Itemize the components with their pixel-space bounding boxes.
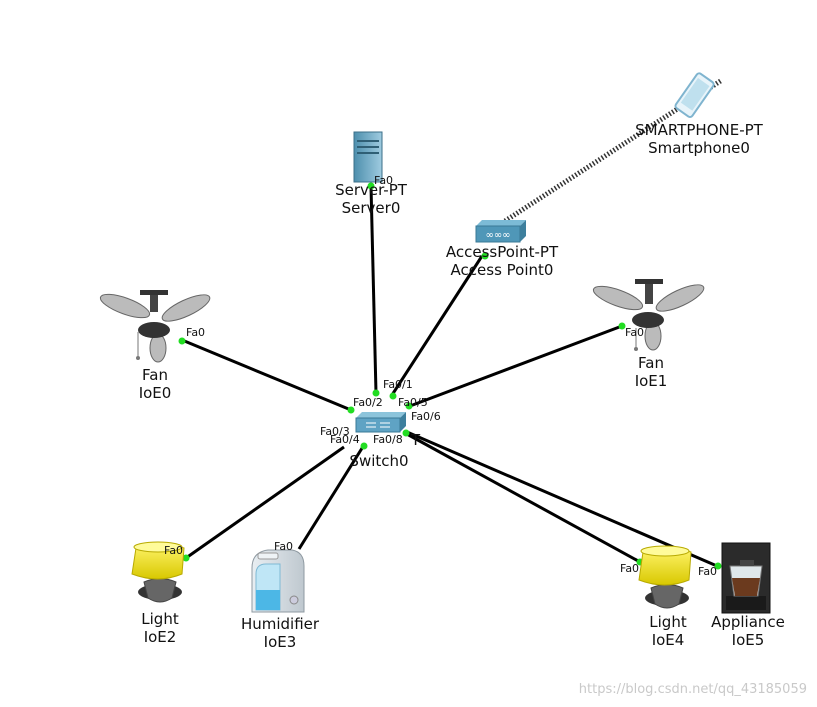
device-name: Smartphone0 — [648, 139, 750, 157]
link-up-dot — [360, 442, 368, 450]
port-label-fa0-5: Fa0/5 — [398, 396, 428, 409]
port-label-fa0-3: Fa0/3 — [320, 425, 350, 438]
port-label-light2: Fa0 — [164, 544, 184, 557]
device-type: Humidifier — [240, 615, 320, 633]
link-switch-ap[interactable] — [390, 255, 484, 396]
watermark-text: https://blog.csdn.net/qq_43185059 — [578, 682, 807, 697]
device-type: AccessPoint-PT — [445, 243, 559, 261]
fan1-label: Fan IoE1 — [635, 354, 668, 390]
port-label-fan1: Fa0 — [625, 326, 645, 339]
link-switch-server[interactable] — [369, 185, 378, 394]
svg-text:∞∞∞: ∞∞∞ — [486, 230, 511, 241]
device-type: Light — [649, 613, 687, 631]
device-type: Server-PT — [335, 181, 407, 199]
port-label-fa0-8: Fa0/8 — [373, 433, 403, 446]
device-type: SMARTPHONE-PT — [635, 121, 763, 139]
link-switch-light4[interactable] — [404, 431, 641, 564]
device-name: Access Point0 — [450, 261, 554, 279]
lamp-icon[interactable] — [131, 541, 185, 603]
access-point-label: AccessPoint-PT Access Point0 — [446, 243, 558, 279]
link-up-dot — [182, 554, 190, 562]
port-label-fa0-4: Fa0/4 — [330, 433, 360, 446]
link-up-dot — [178, 337, 186, 345]
port-label-humidifier: Fa0 — [274, 540, 294, 553]
switch-label: Switch0 — [349, 452, 408, 470]
light4-label: Light IoE4 — [649, 613, 686, 649]
link-up-dot — [405, 402, 413, 410]
smartphone-icon[interactable] — [674, 72, 715, 118]
device-type: Fan — [142, 366, 168, 384]
device-name: IoE0 — [138, 384, 172, 402]
link-up-dot — [389, 392, 397, 400]
port-label-light4: Fa0 — [620, 562, 640, 575]
link-switch-fan0[interactable] — [181, 338, 352, 412]
link-up-dot — [618, 322, 626, 330]
device-name: IoE1 — [634, 372, 668, 390]
link-up-dot — [402, 429, 410, 437]
device-name: IoE2 — [143, 628, 177, 646]
server-label: Server-PT Server0 — [335, 181, 407, 217]
device-name: IoE4 — [651, 631, 685, 649]
link-up-dot — [481, 252, 489, 260]
port-label-appliance: Fa0 — [698, 565, 718, 578]
lamp-icon[interactable] — [638, 545, 692, 609]
port-label-fa0-6: Fa0/6 — [411, 410, 441, 423]
appliance-label: Appliance IoE5 — [711, 613, 785, 649]
link-switch-fan1[interactable] — [409, 324, 623, 408]
link-up-dot — [347, 406, 355, 414]
device-type: Fan — [638, 354, 664, 372]
link-group — [181, 185, 718, 568]
link-up-dot — [367, 182, 375, 190]
device-name: IoE3 — [263, 633, 297, 651]
server-icon[interactable] — [353, 131, 383, 183]
device-name: Server0 — [341, 199, 401, 217]
link-switch-humidifier[interactable] — [297, 444, 366, 550]
humidifier-icon[interactable] — [251, 549, 305, 613]
coffee-maker-icon[interactable] — [721, 542, 771, 614]
access-point-icon[interactable]: ∞∞∞ — [475, 220, 526, 243]
wireless-link-smartphone-ap — [503, 77, 724, 224]
fan0-label: Fan IoE0 — [139, 366, 172, 402]
humidifier-label: Humidifier IoE3 — [241, 615, 319, 651]
ceiling-fan-icon[interactable] — [98, 290, 213, 363]
ceiling-fan-icon[interactable] — [591, 279, 707, 351]
device-type: Appliance — [711, 613, 785, 631]
link-status-dots — [178, 182, 722, 570]
port-label-fan0: Fa0 — [186, 326, 206, 339]
link-switch-appliance[interactable] — [406, 430, 718, 568]
device-name: IoE5 — [731, 631, 765, 649]
port-label-server: Fa0 — [374, 174, 394, 187]
link-up-dot — [714, 562, 722, 570]
switch-icon[interactable] — [355, 412, 406, 433]
switch-type-partial: T — [411, 431, 421, 449]
smartphone-label: SMARTPHONE-PT Smartphone0 — [635, 121, 763, 157]
port-label-fa0-1: Fa0/1 — [383, 378, 413, 391]
device-name: Switch0 — [349, 452, 409, 470]
port-label-fa0-2: Fa0/2 — [353, 396, 383, 409]
link-up-dot — [372, 389, 380, 397]
light2-label: Light IoE2 — [141, 610, 178, 646]
link-switch-light2[interactable] — [185, 445, 345, 560]
device-type: Light — [141, 610, 179, 628]
